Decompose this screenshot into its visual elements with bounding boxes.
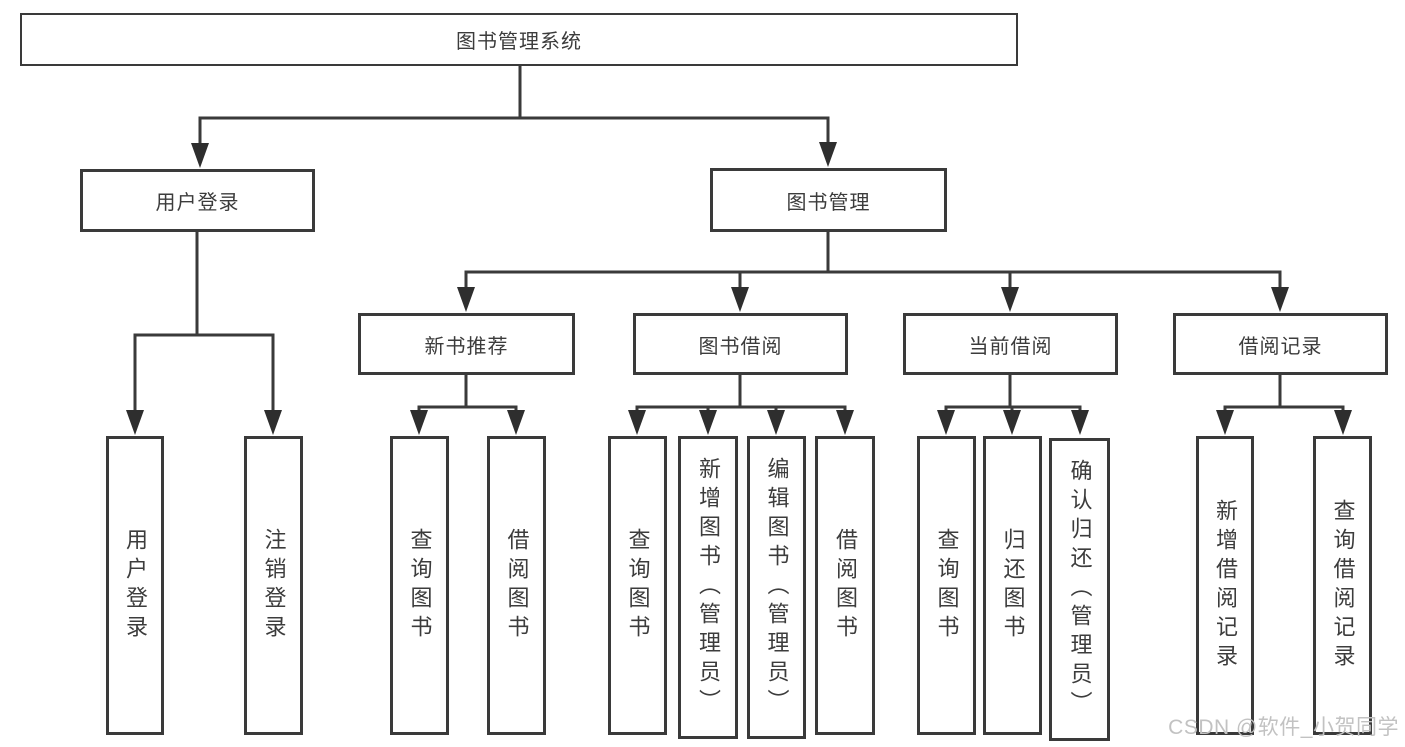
leaf-query-books-recommend-label: 查询图书 [407,527,433,644]
leaf-user-login: 用户登录 [106,436,164,735]
leaf-borrow-books-borrowing-label: 借阅图书 [833,527,858,644]
leaf-add-books-admin-label: 新增图书（管理员） [696,457,721,718]
leaf-confirm-return-admin: 确认归还（管理员） [1049,438,1110,741]
leaf-query-borrow-record-label: 查询借阅记录 [1330,498,1356,673]
leaf-query-books-current-label: 查询图书 [934,527,960,644]
leaf-query-books-borrowing-label: 查询图书 [625,527,651,644]
leaf-query-books-borrowing: 查询图书 [608,436,667,735]
node-new-book-recommend: 新书推荐 [358,313,575,375]
leaf-query-books-recommend: 查询图书 [390,436,449,735]
node-book-management: 图书管理 [710,168,947,232]
leaf-query-borrow-record: 查询借阅记录 [1313,436,1372,735]
leaf-return-books: 归还图书 [983,436,1042,735]
node-library-management-system-label: 图书管理系统 [456,31,582,53]
node-user-login: 用户登录 [80,169,315,232]
leaf-logout: 注销登录 [244,436,303,735]
node-current-borrowing-label: 当前借阅 [968,335,1053,358]
node-book-borrowing: 图书借阅 [633,313,848,375]
node-book-borrowing-label: 图书借阅 [698,335,783,358]
leaf-edit-books-admin: 编辑图书（管理员） [747,436,806,739]
node-current-borrowing: 当前借阅 [903,313,1118,375]
node-borrowing-records: 借阅记录 [1173,313,1388,375]
leaf-add-borrow-record-label: 新增借阅记录 [1213,498,1238,673]
leaf-confirm-return-admin-label: 确认归还（管理员） [1067,459,1093,720]
leaf-borrow-books-recommend: 借阅图书 [487,436,546,735]
leaf-add-books-admin: 新增图书（管理员） [678,436,738,739]
node-borrowing-records-label: 借阅记录 [1238,335,1323,358]
leaf-edit-books-admin-label: 编辑图书（管理员） [764,457,790,718]
node-book-management-label: 图书管理 [786,191,871,214]
leaf-logout-label: 注销登录 [261,527,287,644]
leaf-borrow-books-borrowing: 借阅图书 [815,436,875,735]
leaf-add-borrow-record: 新增借阅记录 [1196,436,1254,735]
node-library-management-system: 图书管理系统 [20,13,1018,66]
leaf-borrow-books-recommend-label: 借阅图书 [504,527,530,644]
csdn-watermark: CSDN @软件_小贺同学 [1168,716,1399,739]
leaf-query-books-current: 查询图书 [917,436,976,735]
leaf-return-books-label: 归还图书 [1000,527,1026,644]
node-user-login-label: 用户登录 [155,192,240,214]
leaf-user-login-label: 用户登录 [123,527,148,644]
node-new-book-recommend-label: 新书推荐 [424,335,509,358]
